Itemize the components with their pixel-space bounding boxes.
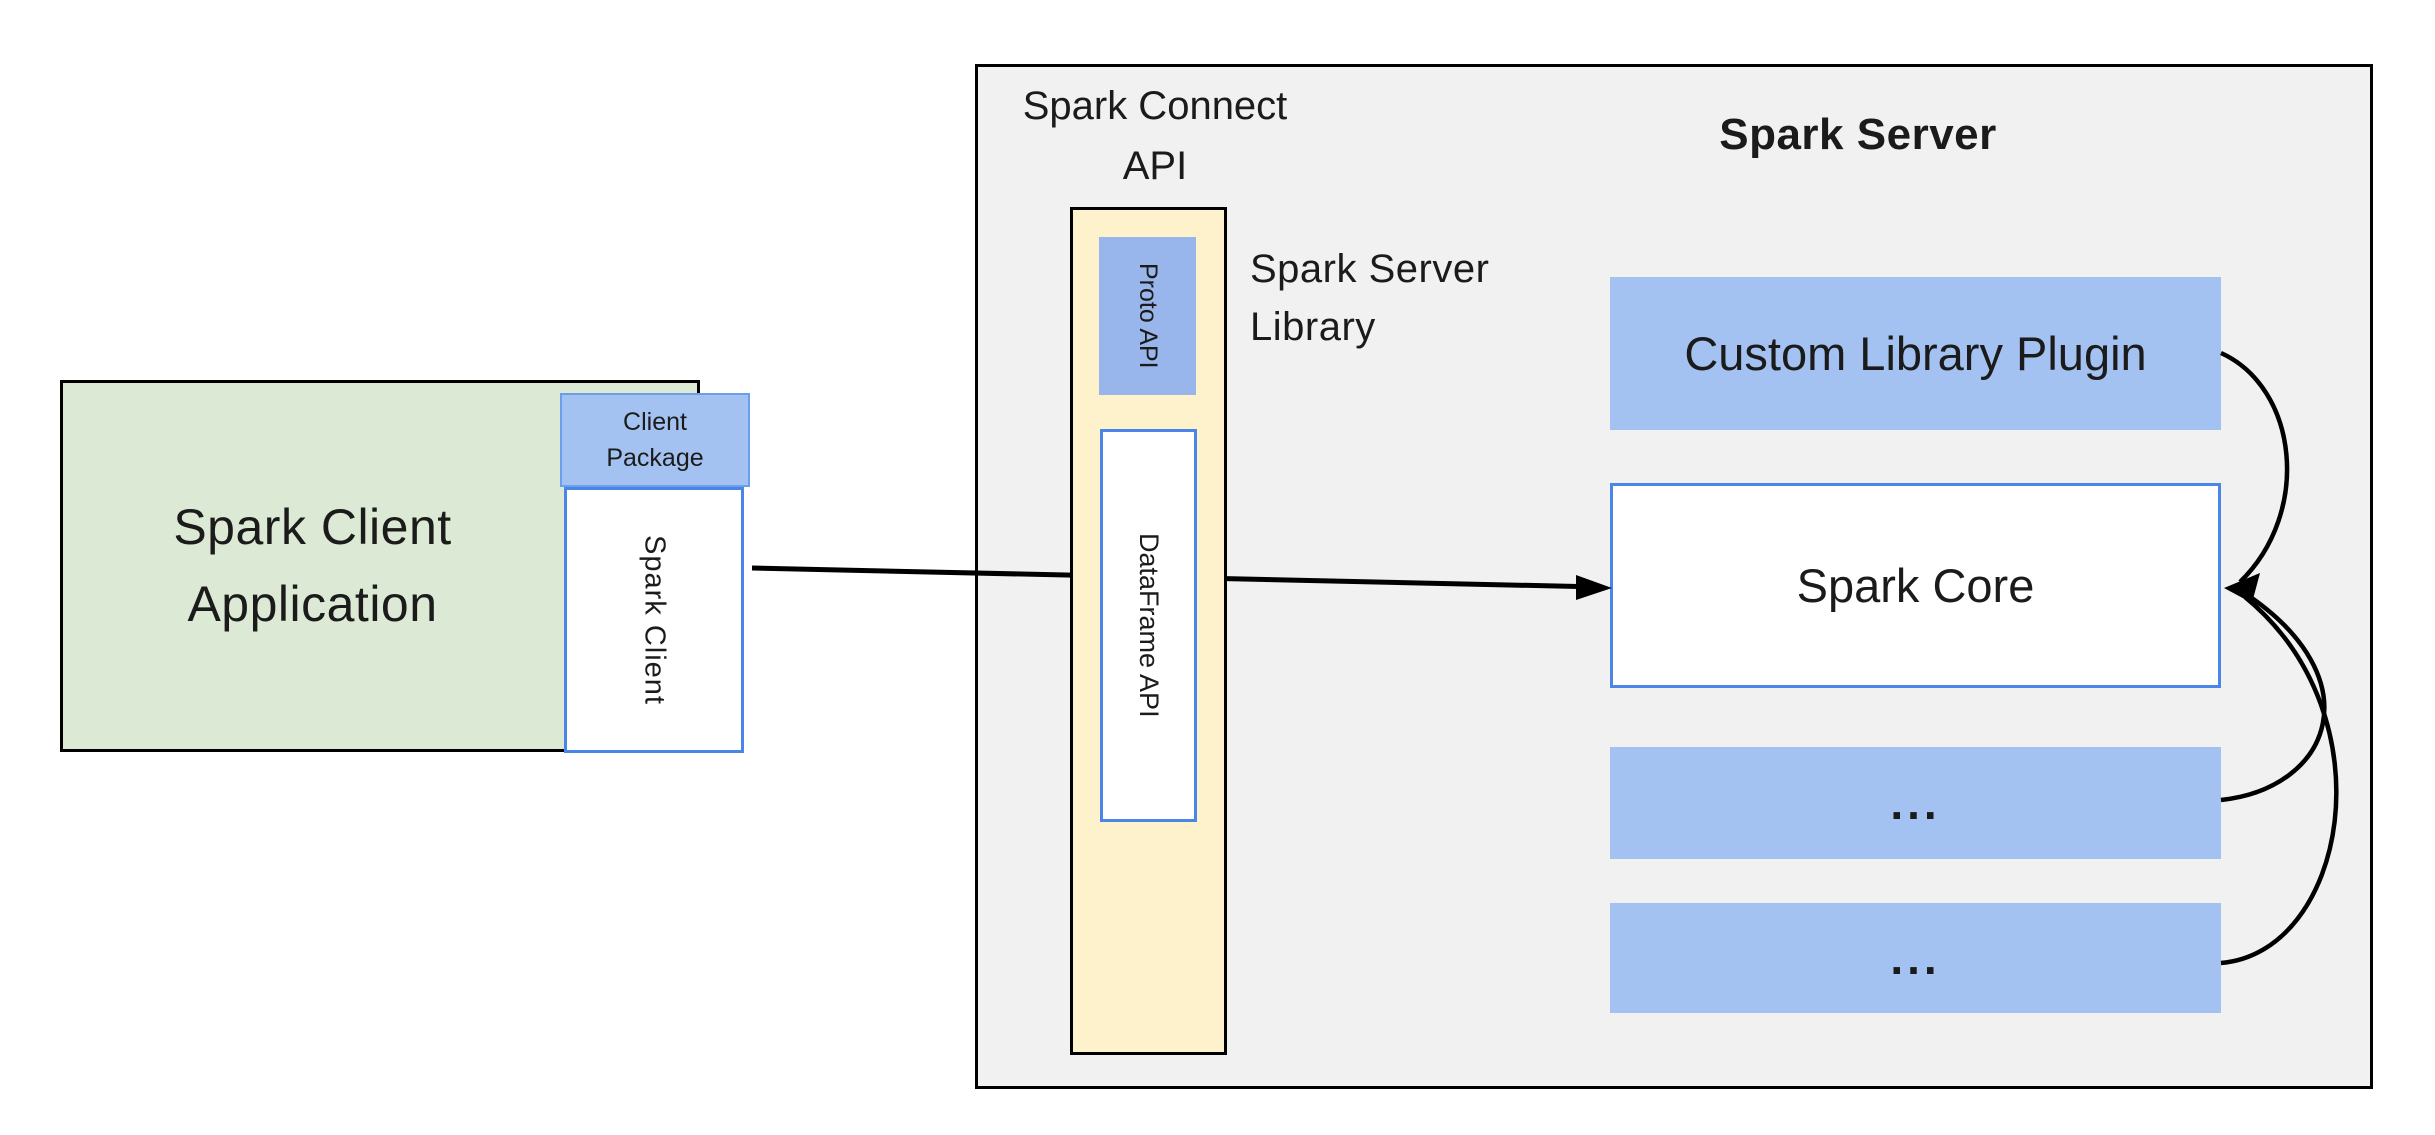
app-label-line2: Application	[187, 576, 438, 632]
spark-client-box: Spark Client	[564, 487, 744, 753]
proto-api-box: Proto API	[1099, 237, 1196, 395]
custom-library-plugin-box: Custom Library Plugin	[1610, 277, 2221, 430]
proto-api-label: Proto API	[1134, 263, 1162, 369]
dataframe-api-box: DataFrame API	[1100, 429, 1197, 822]
other-plugin-ellipsis-2: ...	[1890, 932, 1941, 984]
spark-connect-api-title-line1: Spark Connect	[1022, 84, 1288, 128]
spark-connect-api-title: Spark Connect API	[965, 76, 1345, 196]
client-package-box: Client Package	[560, 393, 750, 487]
dataframe-api-label: DataFrame API	[1134, 533, 1164, 718]
other-plugin-ellipsis-1: ...	[1890, 777, 1941, 829]
spark-core-label: Spark Core	[1796, 559, 2035, 612]
other-plugin-box-1: ...	[1610, 747, 2221, 859]
app-label-line1: Spark Client	[173, 498, 452, 555]
spark-server-title: Spark Server	[1719, 110, 1997, 159]
other-plugin-box-2: ...	[1610, 903, 2221, 1013]
spark-client-application-label: Spark Client Application	[60, 380, 565, 752]
client-package-line1: Client	[623, 407, 687, 436]
spark-client-box-label: Spark Client	[638, 535, 671, 705]
client-package-line2: Package	[606, 444, 704, 472]
custom-library-plugin-label: Custom Library Plugin	[1684, 327, 2147, 380]
spark-core-box: Spark Core	[1610, 483, 2221, 688]
spark-server-library-line2: Library	[1250, 305, 1376, 349]
spark-connect-api-title-line2: API	[1122, 144, 1188, 188]
spark-server-library-label: Spark Server Library	[1250, 240, 1670, 356]
spark-server-library-line1: Spark Server	[1250, 247, 1490, 291]
